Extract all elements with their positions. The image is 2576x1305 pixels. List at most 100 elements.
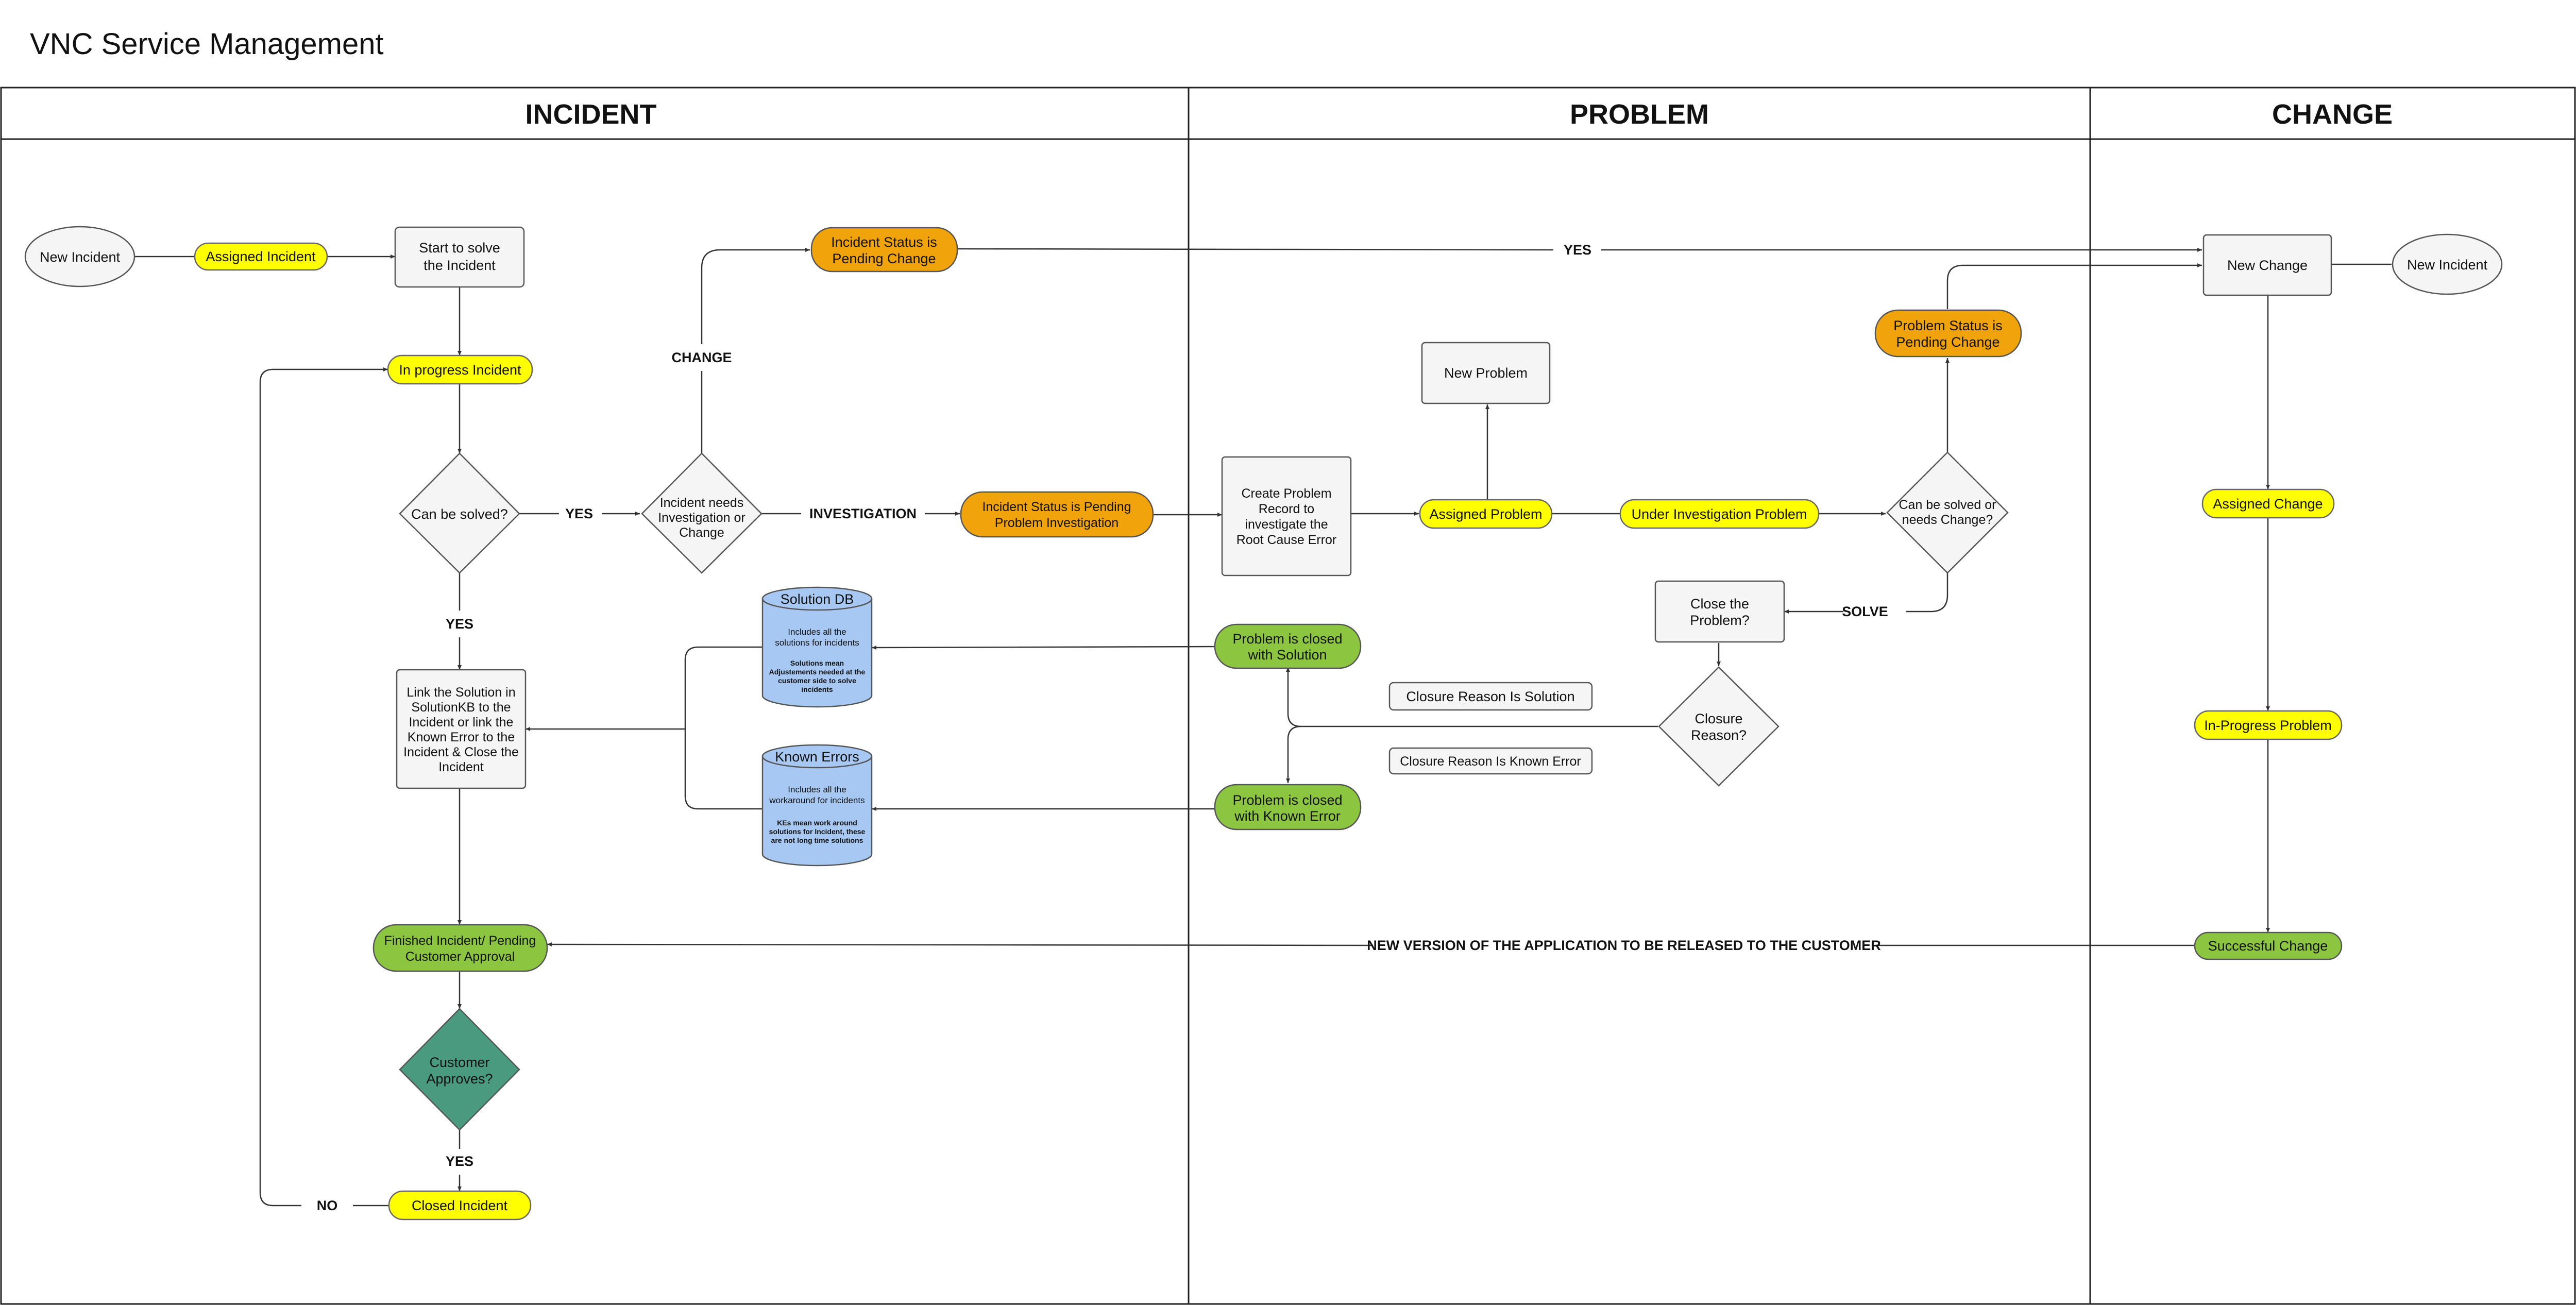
- svg-text:investigate the: investigate the: [1245, 517, 1328, 532]
- svg-text:Close the: Close the: [1690, 596, 1749, 612]
- node-new-incident-right[interactable]: New Incident: [2392, 233, 2503, 295]
- svg-text:are not long time solutions: are not long time solutions: [771, 836, 863, 844]
- svg-text:Closure Reason Is Known Error: Closure Reason Is Known Error: [1400, 754, 1581, 769]
- svg-text:Change: Change: [679, 526, 724, 540]
- svg-text:Pending Change: Pending Change: [1896, 334, 1999, 350]
- svg-text:Problem Status is: Problem Status is: [1893, 318, 2003, 333]
- page-title: VNC Service Management: [30, 27, 384, 61]
- svg-text:In progress Incident: In progress Incident: [399, 362, 521, 378]
- svg-text:Includes all the: Includes all the: [788, 627, 846, 637]
- edge-label-no: NO: [317, 1198, 338, 1213]
- node-assigned-change[interactable]: Assigned Change: [2201, 488, 2335, 519]
- node-successful-change[interactable]: Successful Change: [2194, 931, 2343, 960]
- svg-text:Assigned Problem: Assigned Problem: [1429, 506, 1542, 522]
- svg-text:Closure Reason Is Solution: Closure Reason Is Solution: [1406, 689, 1574, 704]
- node-status-pending-investigation[interactable]: Incident Status is Pending Problem Inves…: [960, 491, 1154, 538]
- node-closure-known-error[interactable]: Closure Reason Is Known Error: [1388, 747, 1593, 775]
- svg-text:Incident Status is Pending: Incident Status is Pending: [982, 500, 1131, 514]
- svg-text:Closure: Closure: [1694, 711, 1742, 726]
- node-solution-db[interactable]: Solution DB Includes all the solutions f…: [761, 586, 873, 708]
- svg-text:the Incident: the Incident: [423, 258, 496, 273]
- svg-text:In-Progress Problem: In-Progress Problem: [2204, 718, 2332, 733]
- svg-text:Incident Status is: Incident Status is: [831, 234, 937, 250]
- node-closure-solution[interactable]: Closure Reason Is Solution: [1388, 682, 1593, 711]
- svg-text:Incident: Incident: [438, 760, 484, 774]
- svg-text:Solution DB: Solution DB: [781, 591, 854, 607]
- node-needs-investigation[interactable]: Incident needs Investigation or Change: [641, 452, 762, 574]
- edge-label-new-version: NEW VERSION OF THE APPLICATION TO BE REL…: [1367, 938, 1881, 953]
- edge-label-yes-bottom: YES: [446, 1154, 473, 1169]
- lane-title-incident: INCIDENT: [526, 99, 657, 130]
- svg-text:New Incident: New Incident: [2407, 257, 2488, 273]
- svg-text:solutions for Incident, these: solutions for Incident, these: [769, 827, 866, 836]
- svg-text:needs Change?: needs Change?: [1902, 513, 1993, 527]
- svg-text:Under Investigation Problem: Under Investigation Problem: [1632, 506, 1807, 522]
- edge-label-solve: SOLVE: [1842, 604, 1888, 619]
- svg-text:Includes all the: Includes all the: [788, 785, 846, 794]
- node-status-pending-change[interactable]: Incident Status is Pending Change: [810, 227, 958, 273]
- node-closed-incident[interactable]: Closed Incident: [388, 1190, 532, 1221]
- svg-text:Problem?: Problem?: [1690, 613, 1750, 628]
- node-assigned-incident[interactable]: Assigned Incident: [194, 242, 328, 271]
- node-closed-with-known-error[interactable]: Problem is closed with Known Error: [1214, 784, 1362, 831]
- svg-text:New Incident: New Incident: [40, 249, 121, 265]
- svg-text:customer side to solve: customer side to solve: [778, 676, 856, 685]
- node-create-problem[interactable]: Create Problem Record to investigate the…: [1221, 456, 1352, 577]
- svg-text:Investigation or: Investigation or: [658, 511, 745, 525]
- svg-text:Record to: Record to: [1259, 502, 1314, 516]
- svg-text:Assigned Incident: Assigned Incident: [206, 249, 316, 264]
- svg-text:Reason?: Reason?: [1691, 727, 1747, 743]
- svg-text:Customer: Customer: [429, 1055, 489, 1070]
- svg-text:Finished Incident/ Pending: Finished Incident/ Pending: [384, 934, 536, 948]
- svg-text:Adjustements needed at the: Adjustements needed at the: [769, 668, 866, 676]
- node-assigned-problem[interactable]: Assigned Problem: [1419, 499, 1553, 529]
- svg-text:Root Cause Error: Root Cause Error: [1236, 533, 1337, 547]
- node-solved-or-change[interactable]: Can be solved or needs Change?: [1886, 451, 2009, 574]
- node-known-errors[interactable]: Known Errors Includes all the workaround…: [761, 744, 873, 867]
- svg-text:with Known Error: with Known Error: [1234, 808, 1341, 824]
- edge-label-yes-left: YES: [446, 616, 473, 632]
- svg-text:Incident or link the: Incident or link the: [409, 715, 514, 730]
- svg-text:Customer Approval: Customer Approval: [405, 950, 515, 964]
- node-finished-incident[interactable]: Finished Incident/ Pending Customer Appr…: [372, 924, 548, 972]
- node-link-solution[interactable]: Link the Solution in SolutionKB to the I…: [396, 669, 527, 789]
- svg-text:Incident & Close the: Incident & Close the: [403, 745, 519, 759]
- node-closure-reason[interactable]: Closure Reason?: [1658, 666, 1780, 787]
- svg-text:Pending Change: Pending Change: [832, 251, 936, 266]
- node-start-solve[interactable]: Start to solve the Incident: [394, 226, 525, 288]
- svg-text:New Problem: New Problem: [1444, 365, 1528, 381]
- svg-text:Link the Solution in: Link the Solution in: [406, 685, 515, 700]
- edge-label-investigation: INVESTIGATION: [809, 506, 917, 521]
- svg-text:Known Errors: Known Errors: [775, 749, 859, 765]
- node-in-progress-problem[interactable]: In-Progress Problem: [2194, 710, 2343, 740]
- svg-text:Create Problem: Create Problem: [1241, 486, 1331, 501]
- svg-text:Solutions mean: Solutions mean: [790, 659, 844, 667]
- svg-text:Problem Investigation: Problem Investigation: [995, 516, 1118, 530]
- node-in-progress-incident[interactable]: In progress Incident: [387, 354, 533, 385]
- swimlane-frame: [0, 87, 2576, 1305]
- edges: [135, 248, 2392, 1207]
- node-close-problem[interactable]: Close the Problem?: [1654, 580, 1785, 643]
- node-under-investigation[interactable]: Under Investigation Problem: [1619, 499, 1820, 529]
- svg-text:Problem is closed: Problem is closed: [1232, 792, 1342, 808]
- node-closed-with-solution[interactable]: Problem is closed with Solution: [1214, 623, 1362, 669]
- node-problem-pending-change[interactable]: Problem Status is Pending Change: [1874, 309, 2022, 358]
- lane-title-problem: PROBLEM: [1570, 99, 1709, 130]
- node-new-change[interactable]: New Change: [2202, 234, 2332, 296]
- svg-text:Successful Change: Successful Change: [2208, 938, 2328, 954]
- svg-text:Can be solved or: Can be solved or: [1899, 498, 1996, 512]
- node-new-incident-left[interactable]: New Incident: [24, 226, 135, 287]
- node-customer-approves[interactable]: Customer Approves?: [399, 1008, 520, 1131]
- node-can-be-solved[interactable]: Can be solved?: [399, 452, 520, 574]
- svg-text:Known Error to the: Known Error to the: [408, 730, 515, 744]
- svg-text:with Solution: with Solution: [1247, 647, 1327, 663]
- svg-text:solutions for incidents: solutions for incidents: [775, 638, 859, 648]
- svg-text:Incident needs: Incident needs: [660, 496, 744, 510]
- edge-label-yes-top: YES: [1564, 242, 1591, 258]
- svg-text:workaround for incidents: workaround for incidents: [769, 795, 865, 805]
- node-new-problem[interactable]: New Problem: [1421, 342, 1551, 404]
- svg-text:Closed Incident: Closed Incident: [412, 1198, 508, 1213]
- svg-text:incidents: incidents: [801, 685, 833, 693]
- svg-text:Start to solve: Start to solve: [419, 240, 500, 256]
